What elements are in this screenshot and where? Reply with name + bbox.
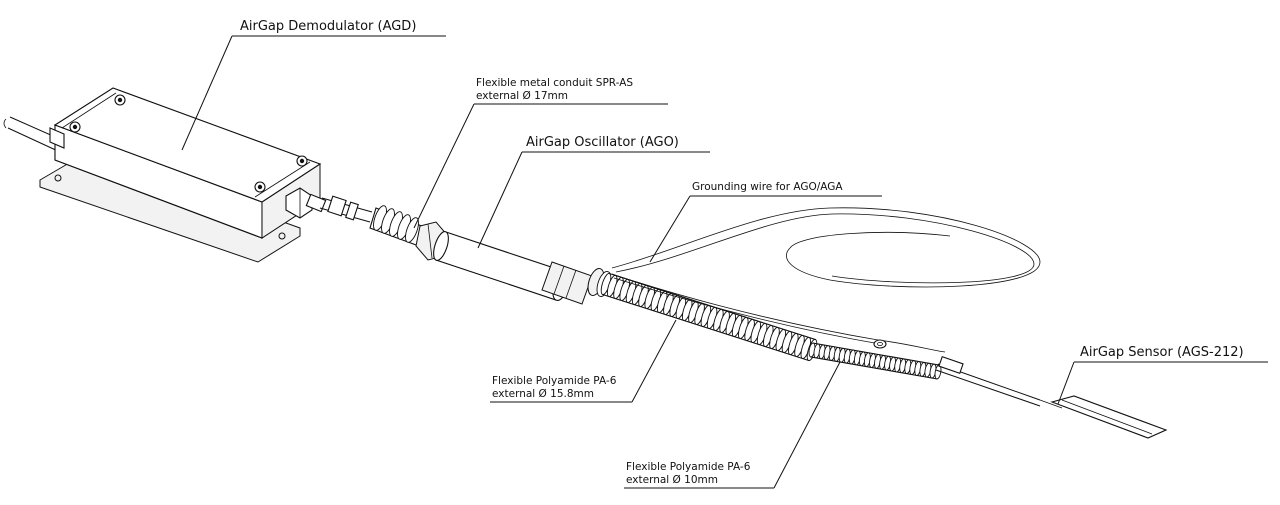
label-pa6-large-name: Flexible Polyamide PA-6 — [492, 375, 617, 387]
label-conduit-diameter: external Ø 17mm — [476, 90, 568, 102]
label-ago: AirGap Oscillator (AGO) — [526, 135, 679, 150]
label-pa6-small-diameter: external Ø 10mm — [626, 474, 718, 486]
demodulator-icon — [39, 87, 327, 263]
label-conduit-name: Flexible metal conduit SPR-AS — [476, 77, 633, 89]
label-pa6-large-diameter: external Ø 15.8mm — [492, 388, 594, 400]
polyamide-large-icon — [600, 272, 818, 362]
label-pa6-small-name: Flexible Polyamide PA-6 — [626, 461, 751, 473]
oscillator-icon — [433, 231, 612, 305]
label-agd: AirGap Demodulator (AGD) — [240, 19, 416, 34]
label-sensor: AirGap Sensor (AGS-212) — [1080, 345, 1244, 360]
label-grounding: Grounding wire for AGO/AGA — [692, 181, 843, 193]
leader-lines — [181, 35, 1268, 489]
grounding-wire-icon — [611, 207, 1041, 353]
polyamide-small-icon — [808, 342, 942, 380]
labels: AirGap Demodulator (AGD) Flexible metal … — [240, 19, 1244, 486]
sensor-icon — [935, 355, 1168, 439]
link-cable — [319, 195, 373, 223]
